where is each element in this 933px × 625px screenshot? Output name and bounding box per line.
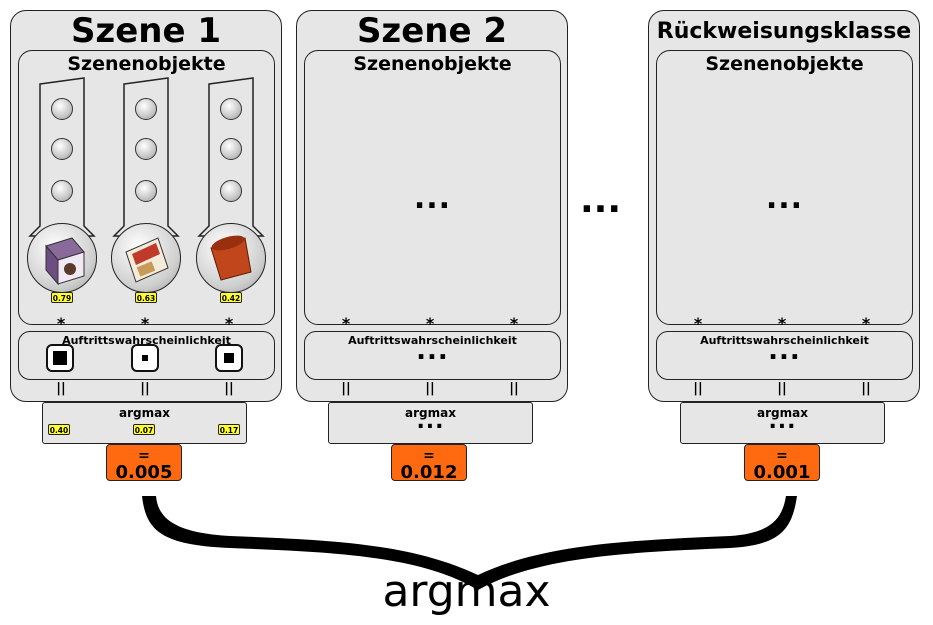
object-view-thumbnail — [220, 138, 242, 160]
objects-ellipsis: ... — [765, 181, 804, 216]
result-value: 0.012 — [400, 462, 458, 483]
object-view-thumbnail — [51, 180, 73, 202]
scene2-panel: Szene 2 Szenenobjekte ... Auftrittswahrs… — [296, 10, 568, 402]
object-view-thumbnail — [220, 98, 242, 120]
multiply-symbol: * — [861, 314, 871, 333]
red-cup-icon — [196, 223, 266, 293]
result-equals: = — [423, 448, 435, 464]
rejection-objects-label: Szenenobjekte — [705, 53, 864, 75]
scene1-argmax-box: argmax — [42, 402, 247, 444]
rejection-prob-label: Auftrittswahrscheinlichkeit — [700, 334, 869, 347]
equals-symbol: || — [341, 381, 351, 396]
argmax-label: argmax — [119, 406, 170, 420]
equals-symbol: || — [425, 381, 435, 396]
rejection-argmax-box: argmax ... — [680, 402, 885, 444]
scene2-title: Szene 2 — [356, 11, 508, 51]
argmax-ellipsis: ... — [768, 409, 797, 434]
rejection-title: Rückweisungsklasse — [656, 19, 912, 44]
result-equals: = — [776, 448, 788, 464]
multiply-symbol: * — [693, 314, 703, 333]
equals-symbol: || — [509, 381, 519, 396]
argmax-value-badge: 0.40 — [48, 424, 70, 435]
argmax-ellipsis: ... — [416, 409, 445, 434]
equals-symbol: || — [224, 381, 234, 396]
multiply-symbol: * — [777, 314, 787, 333]
scene2-argmax-box: argmax ... — [328, 402, 533, 444]
object-view-thumbnail — [135, 180, 157, 202]
probability-square-icon — [46, 344, 74, 372]
object-view-thumbnail — [220, 180, 242, 202]
scenes-ellipsis: ... — [580, 180, 622, 221]
cereal-box-icon — [111, 223, 181, 293]
argmax-value-badge: 0.07 — [133, 424, 155, 435]
object-view-thumbnail — [135, 98, 157, 120]
rejection-panel: Rückweisungsklasse Szenenobjekte ... Auf… — [648, 10, 920, 402]
object-score-badge: 0.42 — [220, 292, 242, 303]
equals-symbol: || — [777, 381, 787, 396]
multiply-symbol: * — [425, 314, 435, 333]
object-view-thumbnail — [51, 138, 73, 160]
scene2-prob-label: Auftrittswahrscheinlichkeit — [348, 334, 517, 347]
equals-symbol: || — [140, 381, 150, 396]
argmax-value-badge: 0.17 — [218, 424, 240, 435]
object-score-badge: 0.79 — [51, 292, 73, 303]
probability-square-icon — [131, 344, 159, 372]
objects-ellipsis: ... — [413, 181, 452, 216]
argmax-label: argmax — [405, 406, 456, 420]
result-value: 0.005 — [115, 462, 173, 483]
equals-symbol: || — [861, 381, 871, 396]
scene2-prob-box: Auftrittswahrscheinlichkeit ... — [304, 331, 561, 380]
multiply-symbol: * — [509, 314, 519, 333]
object-view-thumbnail — [135, 138, 157, 160]
prob-ellipsis: ... — [768, 336, 801, 366]
rejection-result-box: = 0.001 — [744, 444, 820, 483]
equals-symbol: || — [693, 381, 703, 396]
object-score-badge: 0.63 — [135, 292, 157, 303]
rejection-objects-box: Szenenobjekte ... — [656, 50, 913, 325]
scene1-title: Szene 1 — [70, 11, 222, 51]
scene2-result-box: = 0.012 — [391, 444, 467, 483]
object-view-thumbnail — [51, 98, 73, 120]
multiply-symbol: * — [341, 314, 351, 333]
chocolate-box-icon — [27, 223, 97, 293]
multiply-symbol: * — [140, 314, 150, 333]
multiply-symbol: * — [56, 314, 66, 333]
probability-square-icon — [215, 344, 243, 372]
final-argmax-label: argmax — [382, 566, 551, 617]
scene1-prob-label: Auftrittswahrscheinlichkeit — [62, 334, 231, 347]
rejection-prob-box: Auftrittswahrscheinlichkeit ... — [656, 331, 913, 380]
equals-symbol: || — [56, 381, 66, 396]
scene1-result-box: = 0.005 — [106, 444, 182, 483]
scene1-objects-label: Szenenobjekte — [67, 53, 226, 75]
argmax-label: argmax — [757, 406, 808, 420]
result-equals: = — [138, 448, 150, 464]
scene2-objects-box: Szenenobjekte ... — [304, 50, 561, 325]
result-value: 0.001 — [753, 462, 811, 483]
prob-ellipsis: ... — [416, 336, 449, 366]
scene2-objects-label: Szenenobjekte — [353, 53, 512, 75]
multiply-symbol: * — [224, 314, 234, 333]
